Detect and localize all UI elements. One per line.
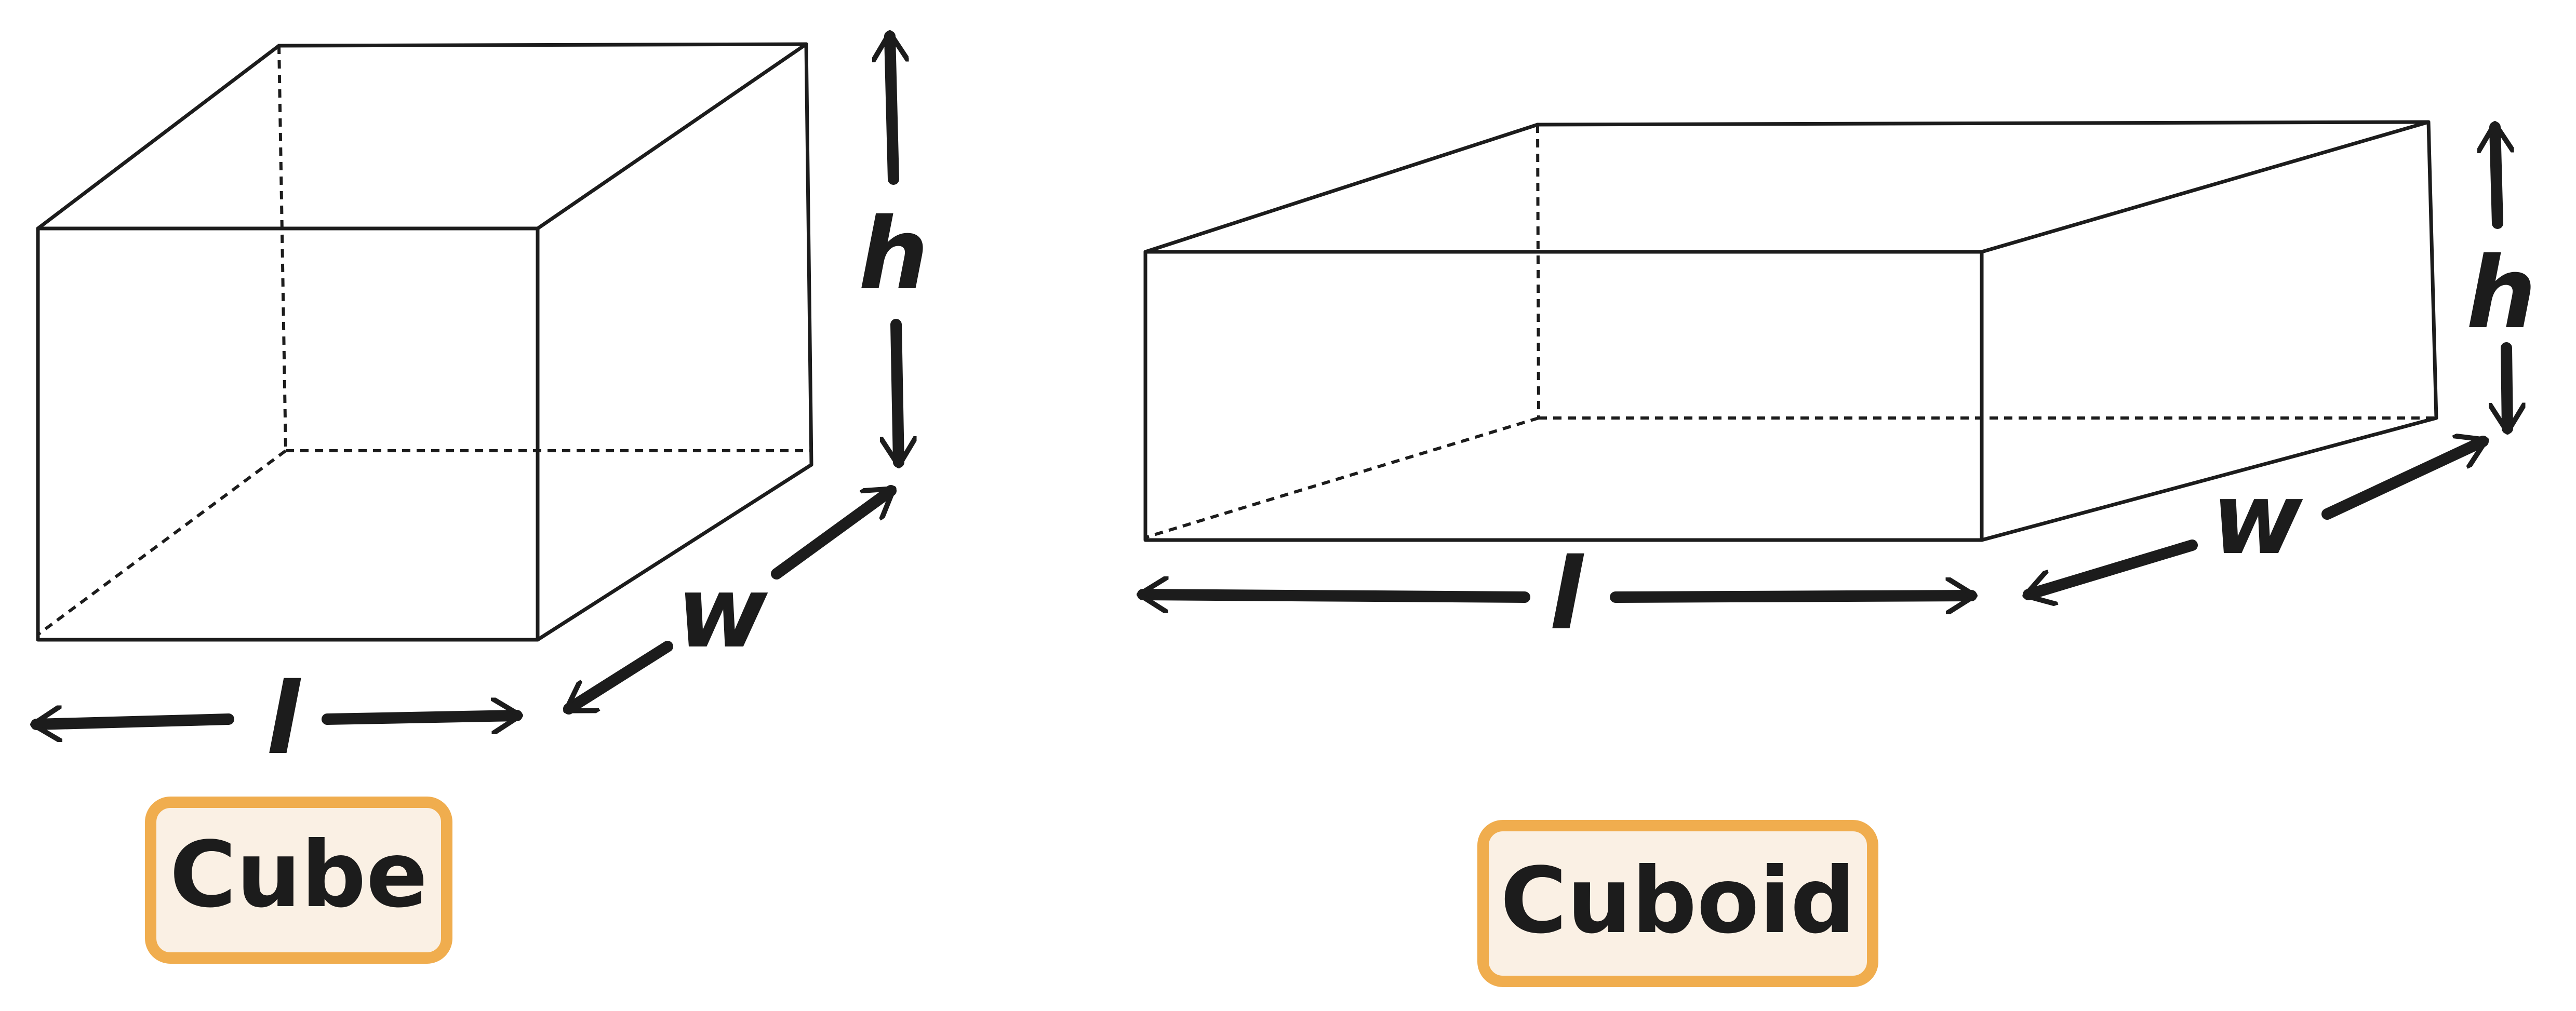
cuboid-label-box xyxy=(1477,820,1878,987)
cuboid-length-symbol: l xyxy=(1549,537,1584,652)
cube-length-symbol: l xyxy=(266,662,301,776)
cuboid-solid-edges xyxy=(1143,120,2438,542)
cuboid-height-arrow-top xyxy=(2495,127,2498,229)
cube-length-dimension: l xyxy=(36,662,517,776)
cube-width-arrow-upper xyxy=(771,485,897,579)
cube-label-box xyxy=(145,797,452,964)
cube-width-dimension: w xyxy=(563,485,897,715)
cuboid-width-symbol: w xyxy=(2211,462,2303,576)
cube-width-arrow-lower xyxy=(563,641,673,715)
cuboid-label-text: Cuboid xyxy=(1500,848,1856,954)
cuboid-width-arrow-upper xyxy=(2321,441,2483,520)
cuboid-hidden-edges xyxy=(1145,124,2436,539)
cuboid-label-tag: Cuboid xyxy=(1477,820,1878,987)
cube-length-arrow-right xyxy=(322,716,517,719)
cube-label-text: Cube xyxy=(170,823,428,928)
cuboid-length-arrow-right xyxy=(1610,596,1971,597)
cuboid-height-symbol: h xyxy=(2466,236,2536,351)
cuboid-figure: h w l Cuboid xyxy=(1143,120,2537,987)
cuboid-height-dimension: h xyxy=(2466,127,2537,428)
cuboid-width-dimension: w xyxy=(2028,441,2483,595)
cuboid-width-arrow-lower xyxy=(2028,540,2198,595)
cube-length-arrow-left xyxy=(36,719,234,724)
cube-label-tag: Cube xyxy=(145,797,452,964)
cube-width-symbol: w xyxy=(676,555,768,670)
cube-height-dimension: h xyxy=(858,36,929,462)
cube-height-symbol: h xyxy=(858,197,928,312)
cube-figure: h w l Cube xyxy=(36,36,929,964)
cube-solid-edges xyxy=(36,42,813,642)
cube-height-arrow-bottom xyxy=(896,319,899,462)
cuboid-height-arrow-bottom xyxy=(2506,342,2507,428)
cube-hidden-edges xyxy=(37,45,811,636)
cuboid-length-arrow-left xyxy=(1143,595,1530,597)
cube-height-arrow-top xyxy=(890,36,893,185)
cuboid-length-dimension: l xyxy=(1143,537,1971,652)
